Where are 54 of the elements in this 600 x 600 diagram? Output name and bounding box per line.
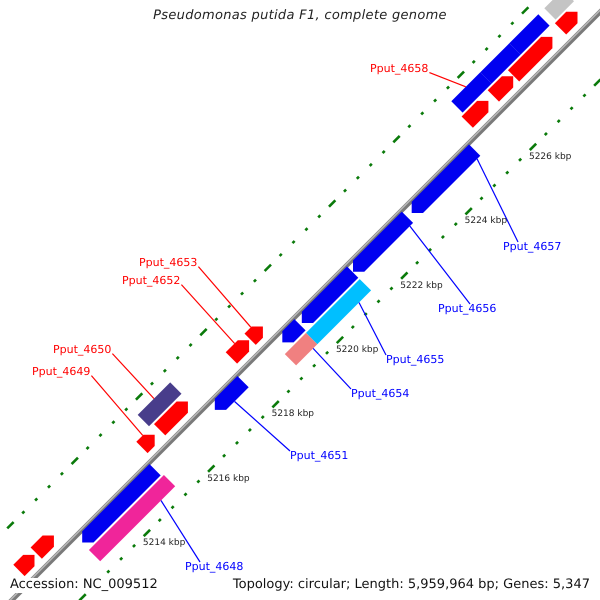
leader-line <box>180 284 236 344</box>
gene-feature <box>509 14 550 55</box>
gene-feature <box>30 536 54 559</box>
gene-feature <box>214 376 249 410</box>
gene-feature <box>554 12 578 34</box>
gene-feature <box>136 434 155 454</box>
gene-label: Pput_4648 <box>185 561 244 574</box>
leader-line <box>409 226 470 304</box>
gene-label: Pput_4654 <box>351 388 410 401</box>
gene-label: Pput_4655 <box>386 354 444 367</box>
leader-line <box>234 401 290 452</box>
scale-label: 5216 kbp <box>207 474 250 484</box>
leader-line <box>312 348 352 390</box>
leader-line <box>476 158 519 242</box>
gene-feature <box>462 100 488 128</box>
gene-feature <box>508 36 552 82</box>
gene-feature <box>244 326 263 345</box>
gene-label: Pput_4649 <box>32 366 90 379</box>
scale-label: 5218 kbp <box>272 409 314 420</box>
scale-label: 5222 kbp <box>400 280 443 291</box>
gene-feature <box>353 212 414 272</box>
leader-line <box>112 353 154 399</box>
gene-feature <box>13 554 34 576</box>
scale-label: 5226 kbp <box>528 152 572 162</box>
accession-text: Accession: NC_009512 <box>10 578 158 593</box>
gene-feature <box>488 76 514 102</box>
gene-label: Pput_4656 <box>438 303 496 316</box>
gene-feature <box>302 266 358 323</box>
gene-label: Pput_4653 <box>139 257 198 270</box>
scale-label: 5220 kbp <box>336 344 378 356</box>
scale-label: 5224 kbp <box>464 216 508 227</box>
gene-feature <box>412 144 480 213</box>
gene-label: Pput_4652 <box>122 275 180 288</box>
leader-line <box>429 72 466 88</box>
leader-line <box>160 500 200 562</box>
gene-feature <box>451 72 492 113</box>
gene-label: Pput_4657 <box>503 241 562 254</box>
gene-feature <box>284 332 318 366</box>
gene-feature <box>138 382 182 426</box>
gene-feature <box>480 43 521 84</box>
gene-label: Pput_4651 <box>290 450 348 463</box>
gene-feature <box>226 340 250 364</box>
gene-label: Pput_4658 <box>370 63 428 76</box>
scale-label: 5214 kbp <box>142 538 186 548</box>
leader-line <box>90 375 144 436</box>
leader-line <box>358 302 387 356</box>
chart-title: Pseudomonas putida F1, complete genome <box>152 9 448 24</box>
gene-feature <box>154 402 188 436</box>
gene-feature <box>282 319 306 342</box>
gene-feature <box>306 279 372 344</box>
gene-feature <box>544 0 574 20</box>
leader-line <box>198 266 252 328</box>
gene-label: Pput_4650 <box>53 344 112 357</box>
genome-summary: Topology: circular; Length: 5,959,964 bp; Genes: 5,347 <box>232 578 590 593</box>
